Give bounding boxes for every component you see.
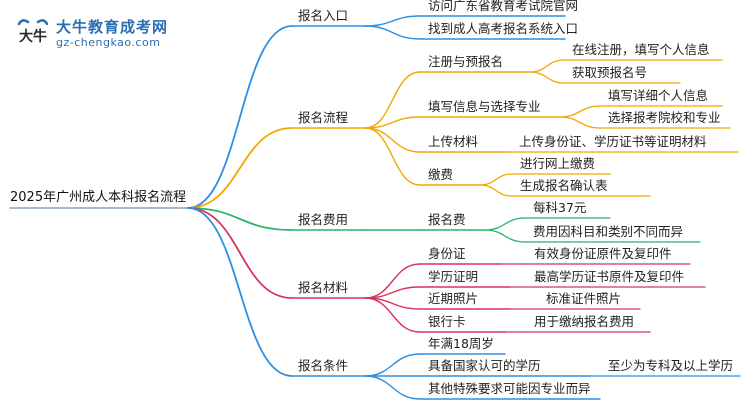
sub-link-1-3: [364, 127, 421, 186]
branch-node-0: 报名入口: [298, 8, 349, 23]
sub-link-1-0: [364, 71, 421, 129]
sub-link-0-1: [364, 25, 421, 40]
sub-node-1-1: 填写信息与选择专业: [428, 99, 541, 114]
bull-logo-icon: 大牛: [17, 19, 49, 45]
sub-link-1-2: [364, 127, 421, 153]
branch-link-3: [187, 207, 293, 299]
sub-node-1-3: 缴费: [428, 167, 454, 182]
branch-node-4: 报名条件: [298, 358, 349, 373]
leaf-node-3-1-0: 最高学历证书原件及复印件: [534, 269, 685, 284]
leaf-link-1-0-1: [529, 71, 565, 84]
leaf-node-1-0-0: 在线注册，填写个人信息: [572, 42, 710, 57]
leaf-node-1-3-1: 生成报名确认表: [520, 178, 608, 193]
sub-node-4-0: 年满18周岁: [428, 336, 494, 351]
sub-link-3-3: [364, 297, 421, 333]
leaf-node-1-1-1: 选择报考院校和专业: [608, 110, 721, 125]
sub-node-2-0: 报名费: [428, 212, 466, 227]
branch-link-4: [187, 207, 293, 377]
sub-node-1-2: 上传材料: [428, 134, 479, 149]
leaf-node-4-1-0: 至少为专科及以上学历: [608, 358, 734, 373]
leaf-link-1-3-1: [479, 184, 513, 197]
sub-node-3-2: 近期照片: [428, 291, 479, 306]
logo-url: gz-chengkao.com: [56, 36, 161, 49]
sub-link-4-0: [364, 353, 421, 377]
logo-title: 大牛教育成考网: [56, 18, 169, 36]
leaf-node-1-1-0: 填写详细个人信息: [608, 88, 709, 103]
sub-node-3-0: 身份证: [428, 246, 466, 261]
site-logo: 大牛 大牛教育成考网 gz-chengkao.com: [6, 6, 216, 52]
leaf-node-2-0-0: 每科37元: [533, 200, 587, 215]
sub-node-3-1: 学历证明: [428, 269, 479, 284]
branch-link-0: [187, 25, 293, 209]
sub-link-1-1: [364, 116, 421, 129]
logo-mark-text: 大牛: [19, 28, 47, 45]
leaf-link-2-0-0: [484, 217, 526, 231]
leaf-node-1-3-0: 进行网上缴费: [520, 156, 596, 171]
leaf-node-3-3-0: 用于缴纳报名费用: [534, 314, 635, 329]
sub-node-4-1: 具备国家认可的学历: [428, 358, 541, 373]
branch-node-1: 报名流程: [298, 110, 349, 125]
leaf-node-3-2-0: 标准证件照片: [546, 291, 622, 306]
branch-link-1: [187, 127, 293, 209]
leaf-node-3-0-0: 有效身份证原件及复印件: [534, 246, 672, 261]
sub-node-4-2: 其他特殊要求可能因专业而异: [428, 381, 591, 396]
leaf-link-2-0-1: [484, 229, 526, 243]
root-node: 2025年广州成人本科报名流程: [10, 190, 187, 205]
sub-node-0-1: 找到成人高考报名系统入口: [428, 21, 579, 36]
leaf-link-1-1-1: [559, 116, 601, 129]
sub-link-4-2: [364, 375, 421, 400]
leaf-link-1-3-0: [479, 173, 513, 186]
leaf-node-1-2-0: 上传身份证、学历证书等证明材料: [519, 134, 707, 149]
sub-node-1-0: 注册与预报名: [428, 54, 504, 69]
branch-node-2: 报名费用: [298, 212, 349, 227]
sub-node-3-3: 银行卡: [428, 314, 466, 329]
leaf-link-1-1-0: [559, 105, 601, 118]
sub-link-0-0: [364, 15, 421, 27]
sub-node-0-0: 访问广东省教育考试院官网: [428, 0, 579, 13]
branch-link-2: [187, 207, 293, 231]
leaf-node-2-0-1: 费用因科目和类别不同而异: [533, 224, 684, 239]
leaf-node-1-0-1: 获取预报名号: [572, 65, 648, 80]
branch-node-3: 报名材料: [298, 280, 349, 295]
leaf-link-1-0-0: [529, 59, 565, 73]
